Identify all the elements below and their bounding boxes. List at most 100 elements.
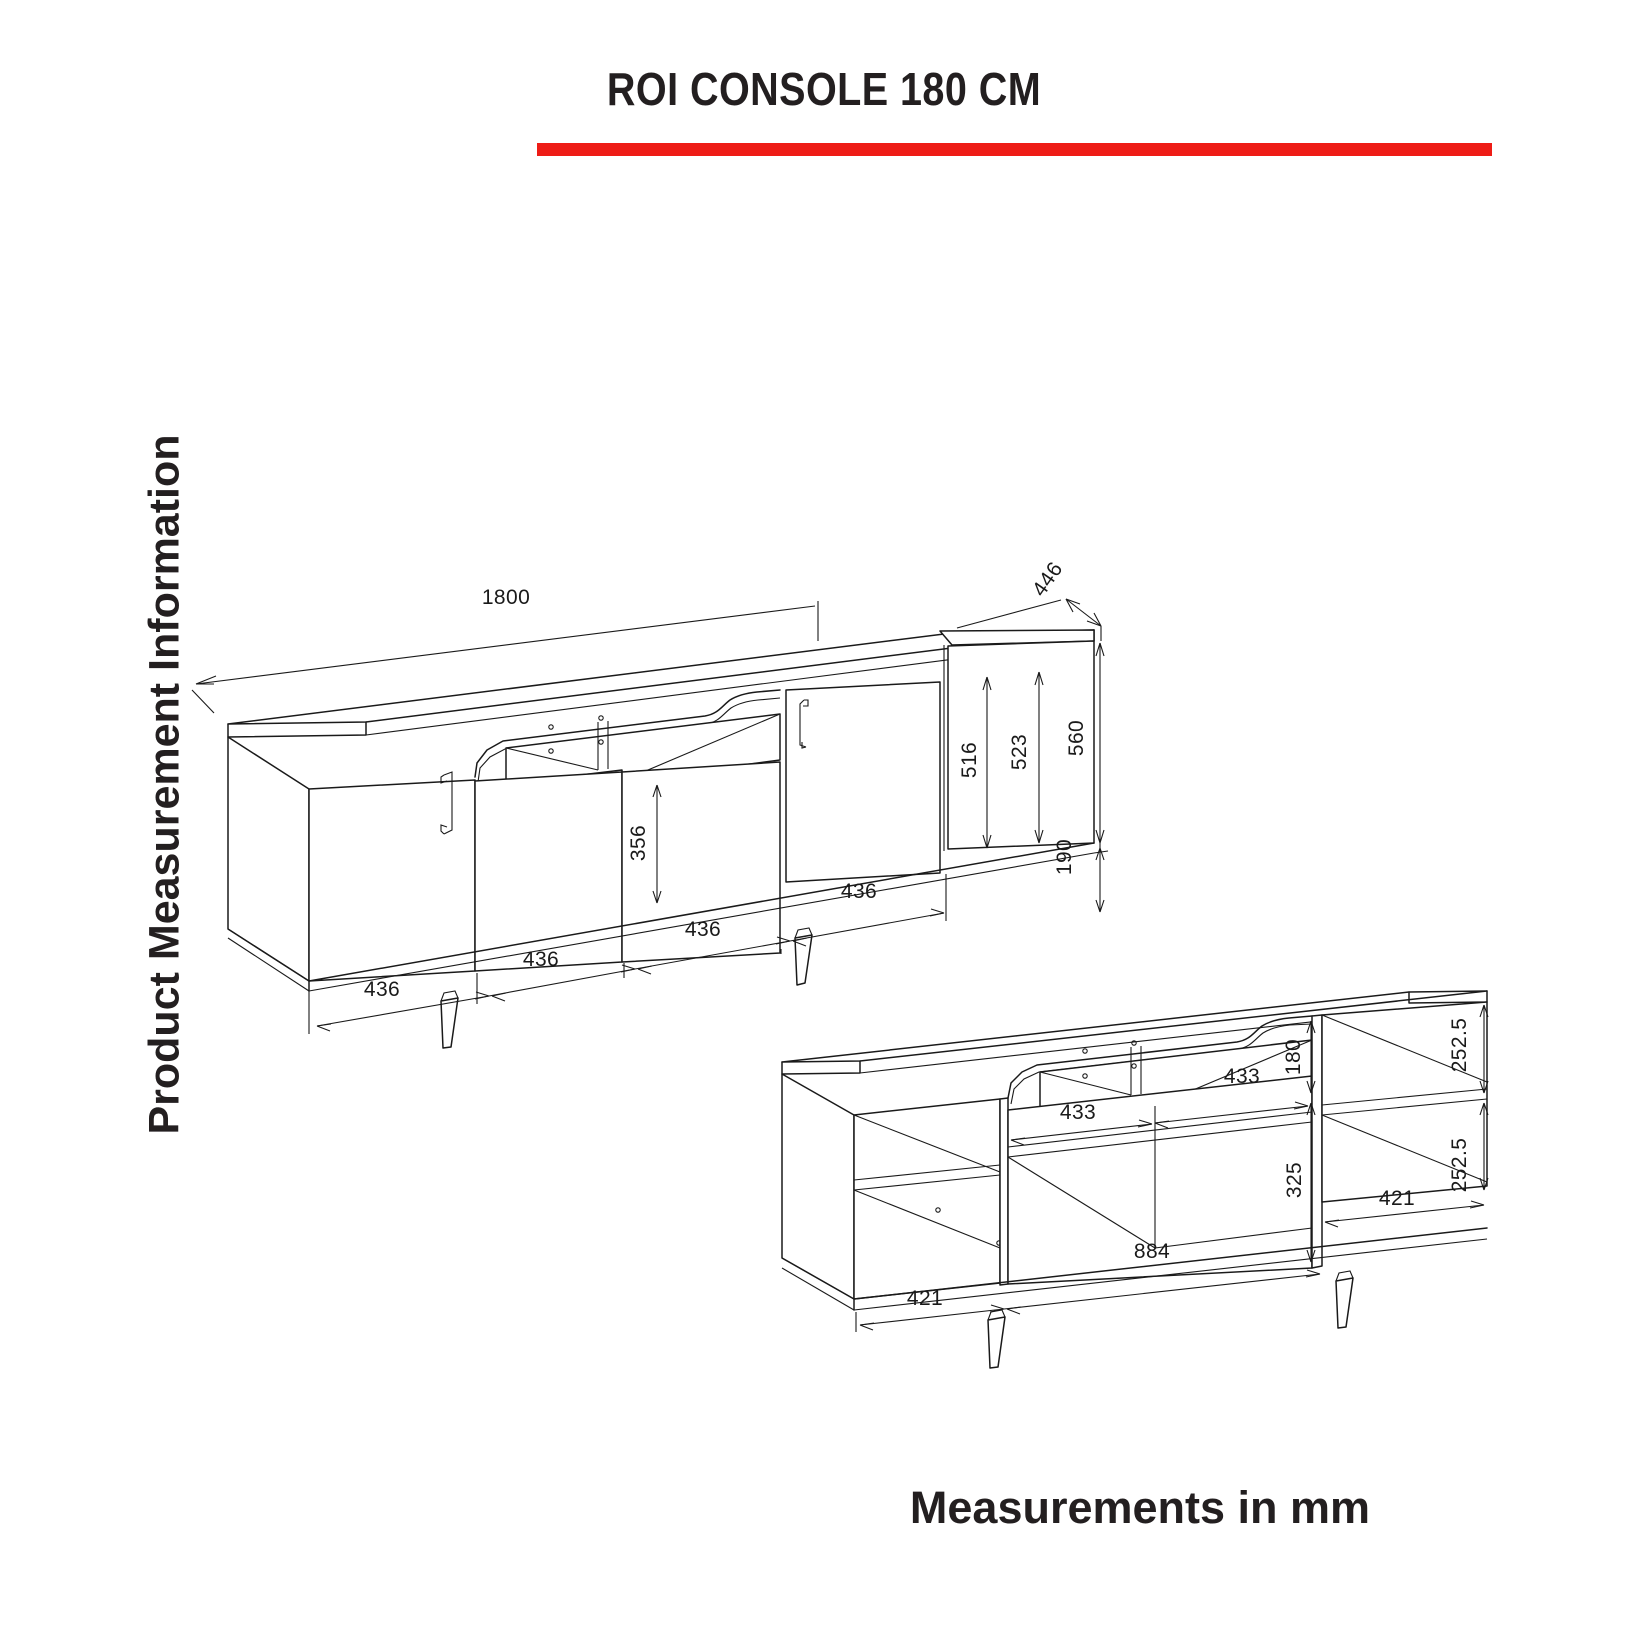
dim-label-2525-top: 252.5 (1448, 1018, 1471, 1073)
dim-label-module-436-1: 436 (364, 978, 400, 1001)
dimline-421-right-arrow-l (1324, 1219, 1340, 1228)
carcass-centre-shelf (1007, 1111, 1313, 1148)
dim-label-module-436-3: 436 (685, 918, 721, 941)
wave-front-rail (474, 689, 781, 778)
dimline-884-arrow-l (1006, 1306, 1022, 1315)
carcass-leg-right (1335, 1277, 1354, 1329)
dimline-446-arrow-b (1086, 612, 1102, 627)
carcass-right-bay-diag-2 (1321, 1114, 1488, 1183)
left-side-panel (227, 736, 310, 982)
dimline-1800 (195, 605, 816, 685)
carcass-leg-left (987, 1316, 1006, 1369)
carcass-right-bay (1321, 1001, 1488, 1203)
dowel-hole-4 (598, 739, 604, 745)
dimline-180-arrow-b (1306, 1080, 1316, 1094)
dimline-421-left (859, 1308, 1005, 1326)
carcass-left-bay-shelf-top-2 (853, 1174, 1001, 1191)
carcass-dowel-4 (1082, 1073, 1088, 1079)
carcass-left-bay-shelf-top (853, 1164, 1001, 1181)
dim-label-433-left: 433 (1060, 1101, 1096, 1124)
dimline-421-left-arrow-l (859, 1322, 875, 1331)
dim-label-module-436-4: 436 (841, 880, 877, 903)
dimline-446-arrow-a (1065, 598, 1081, 613)
door-handle-1-mount-top (440, 774, 448, 784)
open-shelf-diagonal-left (505, 747, 599, 771)
carcass-dowel-3 (1082, 1048, 1088, 1054)
door-panel-3 (621, 761, 781, 963)
dimline-523-arrow-b (1034, 829, 1044, 844)
dimline-436-4 (789, 912, 945, 942)
dimline-325-arrow-b (1306, 1249, 1316, 1263)
carcass-base-back-left-2 (781, 1267, 855, 1311)
dimline-421-right-arrow-r (1469, 1200, 1485, 1209)
carcass-dowel-5 (1131, 1040, 1137, 1046)
leg-right (794, 934, 813, 986)
dim-label-height-523: 523 (1008, 734, 1031, 770)
dimline-436-1 (316, 995, 490, 1027)
dimline-436-4-arrow-l (792, 937, 808, 947)
base-rail-bottom (308, 852, 1095, 992)
dimline-516-arrow-b (982, 834, 992, 849)
dim-label-width-overall: 1800 (482, 586, 530, 609)
dimline-560-arrow-b (1095, 829, 1105, 844)
carcass-centre-bottom-back (1154, 1227, 1313, 1249)
carcass-top-board-front-edge (781, 1060, 861, 1075)
dimline-325-arrow-t (1306, 1102, 1316, 1116)
dimline-433-right (1154, 1105, 1309, 1124)
door-handle-4[interactable] (799, 699, 807, 748)
title-underline-rule (537, 143, 1492, 156)
leg-left (440, 997, 459, 1049)
door-panel-4 (785, 681, 941, 883)
dimline-884 (1003, 1273, 1321, 1310)
dowel-hole-2 (548, 748, 554, 754)
dowel-hole-1 (548, 724, 554, 730)
dimline-436-2 (488, 968, 636, 997)
carcass-right-bay-shelf (1321, 1088, 1488, 1106)
dimline-1800-ext-l (191, 689, 215, 714)
dim-label-884: 884 (1134, 1240, 1170, 1263)
carcass-centre-diag (1007, 1156, 1156, 1249)
carcass-niche-diag-left (1039, 1071, 1132, 1096)
dimline-516-arrow-t (982, 676, 992, 691)
dimline-446 (1065, 598, 1102, 627)
dim-label-shelf-180: 180 (1282, 1039, 1305, 1075)
dimline-523-arrow-t (1034, 671, 1044, 686)
dimline-433-right-arrow-r (1293, 1101, 1309, 1110)
dim-label-leg-190: 190 (1053, 839, 1076, 875)
dimline-433-left-arrow-r (1137, 1119, 1153, 1128)
dim-label-421-left: 421 (907, 1287, 943, 1310)
dimline-436-2-arrow-l (491, 992, 507, 1002)
dim-label-421-right: 421 (1379, 1187, 1415, 1210)
base-rail-back-left-2 (227, 937, 310, 992)
top-board-front-edge (227, 721, 367, 738)
leg-left-top-notch (440, 990, 459, 1002)
dimline-180-arrow-t (1306, 1020, 1316, 1034)
page-title: ROI CONSOLE 180 CM (606, 63, 1042, 115)
dim-label-shelf-325: 325 (1283, 1162, 1306, 1198)
dim-label-height-516: 516 (958, 742, 981, 778)
dimline-356-arrow-t (652, 784, 662, 798)
footer-caption: Measurements in mm (909, 1482, 1371, 1533)
front-view-group: 1800 446 516 523 560 190 356 436 436 436… (191, 558, 1109, 1049)
carcass-leg-right-notch (1335, 1270, 1354, 1282)
carcass-right-bay-shelf-2 (1321, 1098, 1488, 1116)
carcass-view-dimension-labels: 180 325 433 433 252.5 252.5 421 421 884 (907, 1018, 1471, 1310)
dim-label-height-560: 560 (1065, 720, 1088, 756)
dimline-560-arrow-t (1095, 642, 1105, 657)
dimline-356-arrow-b (652, 890, 662, 904)
door-handle-1[interactable] (443, 771, 453, 835)
carcass-divider-right (1311, 1014, 1323, 1269)
carcass-left-bay-diag-1 (853, 1114, 1001, 1173)
carcass-left-side-panel (781, 1073, 855, 1300)
leg-right-top-notch (794, 927, 813, 939)
dimline-436-4-arrow-r (929, 908, 945, 917)
dimline-421-left-arrow-r (989, 1304, 1005, 1313)
carcass-dowel-1 (935, 1207, 941, 1213)
dimline-446-ext-a (956, 599, 1062, 629)
door-handle-1-mount-bottom (440, 824, 448, 835)
dowel-hole-3 (598, 715, 604, 721)
dimline-2525-bottom-arrow-b (1479, 1177, 1489, 1191)
dimline-190-ext (1093, 850, 1109, 854)
